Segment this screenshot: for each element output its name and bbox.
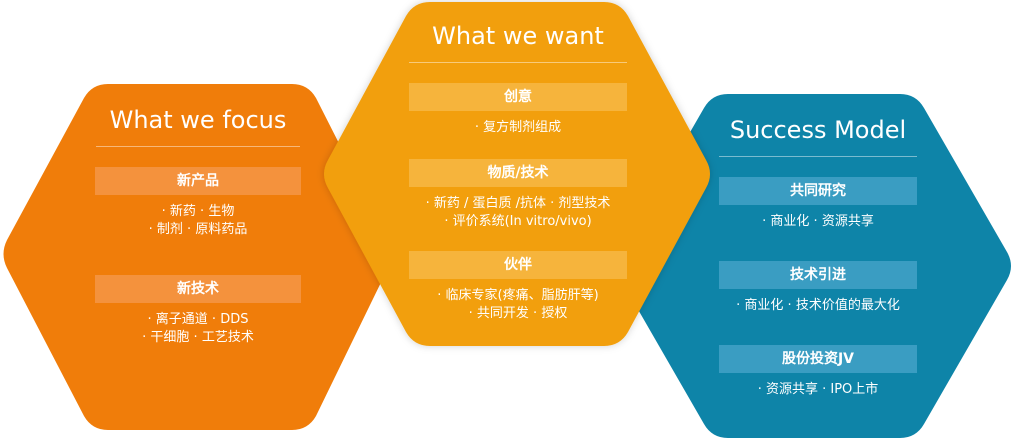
want-item-line: · 共同开发 · 授权 — [468, 306, 568, 321]
focus-section-items: · 新药 · 生物 · 制剂 · 原料药品 — [78, 203, 318, 239]
success-item-line: · 商业化 · 技术价值的最大化 — [736, 298, 900, 313]
success-section-items: · 商业化 · 技术价值的最大化 — [718, 297, 918, 315]
success-section-items: · 资源共享 · IPO上市 — [718, 381, 918, 399]
focus-divider — [96, 146, 300, 147]
success-section-joint-research: 共同研究 · 商业化 · 资源共享 — [718, 177, 918, 231]
success-section-items: · 商业化 · 资源共享 — [718, 213, 918, 231]
want-item-line: · 复方制剂组成 — [474, 120, 562, 135]
want-hexagon-content: What we want 创意 · 复方制剂组成 物质/技术 · 新药 / 蛋白… — [400, 22, 636, 323]
success-hexagon-content: Success Model 共同研究 · 商业化 · 资源共享 技术引进 · 商… — [718, 116, 918, 399]
want-section-header: 创意 — [409, 83, 627, 111]
focus-item-line: · 干细胞 · 工艺技术 — [142, 330, 254, 345]
focus-hexagon-content: What we focus 新产品 · 新药 · 生物 · 制剂 · 原料药品 … — [78, 106, 318, 347]
want-section-items: · 复方制剂组成 — [400, 119, 636, 137]
want-section-items: · 新药 / 蛋白质 /抗体 · 剂型技术 · 评价系统(In vitro/vi… — [400, 195, 636, 231]
success-section-equity-investment: 股份投资JV · 资源共享 · IPO上市 — [718, 345, 918, 399]
want-item-line: · 新药 / 蛋白质 /抗体 · 剂型技术 — [425, 196, 611, 211]
want-divider — [409, 62, 627, 63]
focus-section-header: 新产品 — [95, 167, 301, 195]
focus-item-line: · 新药 · 生物 — [161, 204, 235, 219]
focus-title: What we focus — [109, 106, 287, 134]
want-section-ideas: 创意 · 复方制剂组成 — [400, 83, 636, 137]
focus-item-line: · 制剂 · 原料药品 — [148, 222, 248, 237]
success-title: Success Model — [729, 116, 907, 144]
want-section-header: 伙伴 — [409, 251, 627, 279]
success-section-header: 技术引进 — [719, 261, 917, 289]
focus-section-new-products: 新产品 · 新药 · 生物 · 制剂 · 原料药品 — [78, 167, 318, 239]
want-section-header: 物质/技术 — [409, 159, 627, 187]
focus-section-items: · 离子通道 · DDS · 干细胞 · 工艺技术 — [78, 311, 318, 347]
want-section-items: · 临床专家(疼痛、脂肪肝等) · 共同开发 · 授权 — [400, 287, 636, 323]
want-item-line: · 临床专家(疼痛、脂肪肝等) — [437, 288, 599, 303]
want-section-partners: 伙伴 · 临床专家(疼痛、脂肪肝等) · 共同开发 · 授权 — [400, 251, 636, 323]
success-item-line: · 商业化 · 资源共享 — [762, 214, 874, 229]
want-section-substance-technology: 物质/技术 · 新药 / 蛋白质 /抗体 · 剂型技术 · 评价系统(In vi… — [400, 159, 636, 231]
want-title: What we want — [432, 22, 604, 50]
success-section-header: 共同研究 — [719, 177, 917, 205]
success-section-header: 股份投资JV — [719, 345, 917, 373]
focus-section-header: 新技术 — [95, 275, 301, 303]
focus-item-line: · 离子通道 · DDS — [147, 312, 249, 327]
success-divider — [719, 156, 917, 157]
want-item-line: · 评价系统(In vitro/vivo) — [444, 214, 592, 229]
focus-section-new-technology: 新技术 · 离子通道 · DDS · 干细胞 · 工艺技术 — [78, 275, 318, 347]
success-item-line: · 资源共享 · IPO上市 — [757, 382, 879, 397]
success-section-technology-introduction: 技术引进 · 商业化 · 技术价值的最大化 — [718, 261, 918, 315]
